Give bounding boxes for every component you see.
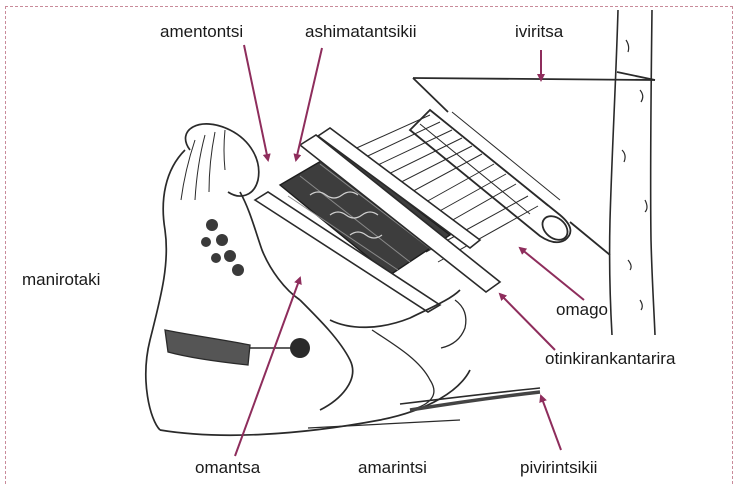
- arrow-omago: [520, 248, 584, 300]
- label-amarintsi: amarintsi: [358, 458, 427, 478]
- weaver-necklace: [201, 219, 244, 276]
- label-iviritsa: iviritsa: [515, 22, 563, 42]
- label-omago: omago: [556, 300, 608, 320]
- backstrap-belt: [165, 330, 310, 365]
- label-ashimatantsikii: ashimatantsikii: [305, 22, 417, 42]
- label-amentontsi: amentontsi: [160, 22, 243, 42]
- tree-trunk: [610, 10, 655, 335]
- label-manirotaki: manirotaki: [22, 270, 100, 290]
- label-pivirintsikii: pivirintsikii: [520, 458, 597, 478]
- arrow-omantsa: [235, 278, 300, 456]
- weaver-hair: [181, 130, 225, 200]
- arrow-otinkirankantarira: [500, 294, 555, 350]
- label-omantsa: omantsa: [195, 458, 260, 478]
- label-otinkirankantarira: otinkirankantarira: [545, 349, 675, 369]
- arrow-pivirintsikii: [541, 396, 561, 450]
